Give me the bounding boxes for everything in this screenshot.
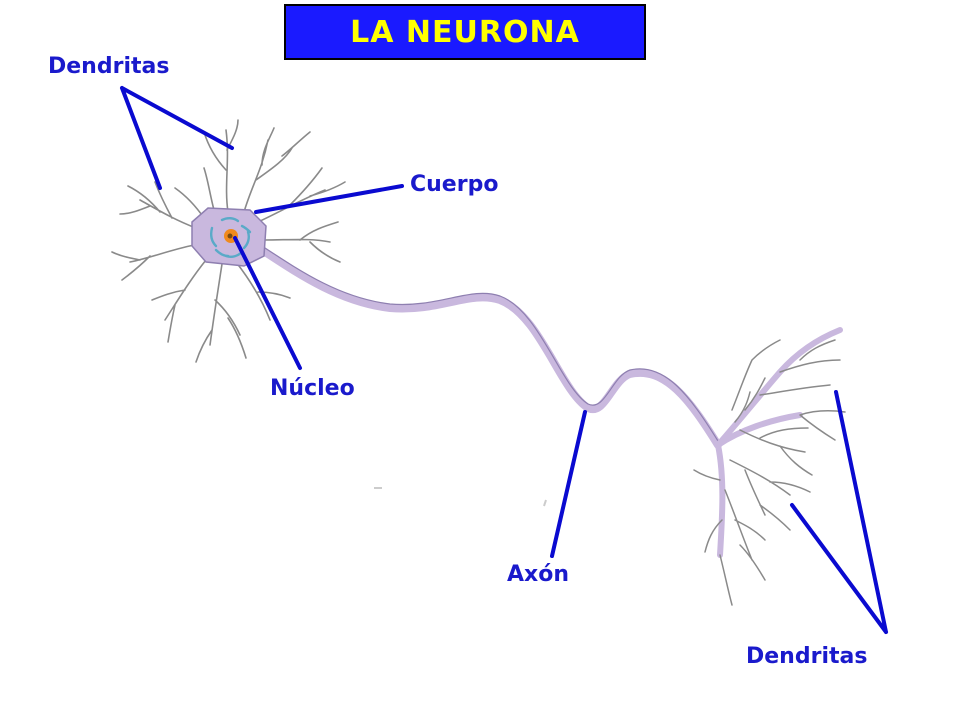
soma-dendrites (111, 119, 346, 363)
label-body: Cuerpo (410, 172, 499, 197)
terminal-dendrites (693, 339, 846, 606)
label-pointers (120, 86, 888, 634)
body-pointer (254, 184, 404, 214)
axon-edge (261, 245, 719, 442)
artifact-mark (543, 499, 547, 507)
label-nucleus: Núcleo (270, 376, 355, 401)
nucleolus (227, 233, 233, 239)
label-axon: Axón (507, 562, 569, 587)
label-dendrites-bottom: Dendritas (746, 644, 868, 669)
slide-title: LA NEURONA (350, 14, 580, 50)
dendrites-bottom-pointer (790, 390, 888, 634)
organelles (210, 217, 252, 258)
axon-shape (258, 246, 722, 449)
label-dendrites-top: Dendritas (48, 54, 170, 79)
dendrites-top-pointer (120, 86, 234, 190)
nucleus-pointer (233, 236, 302, 370)
title-banner: LA NEURONA (284, 4, 646, 60)
axon-pointer (550, 410, 587, 558)
